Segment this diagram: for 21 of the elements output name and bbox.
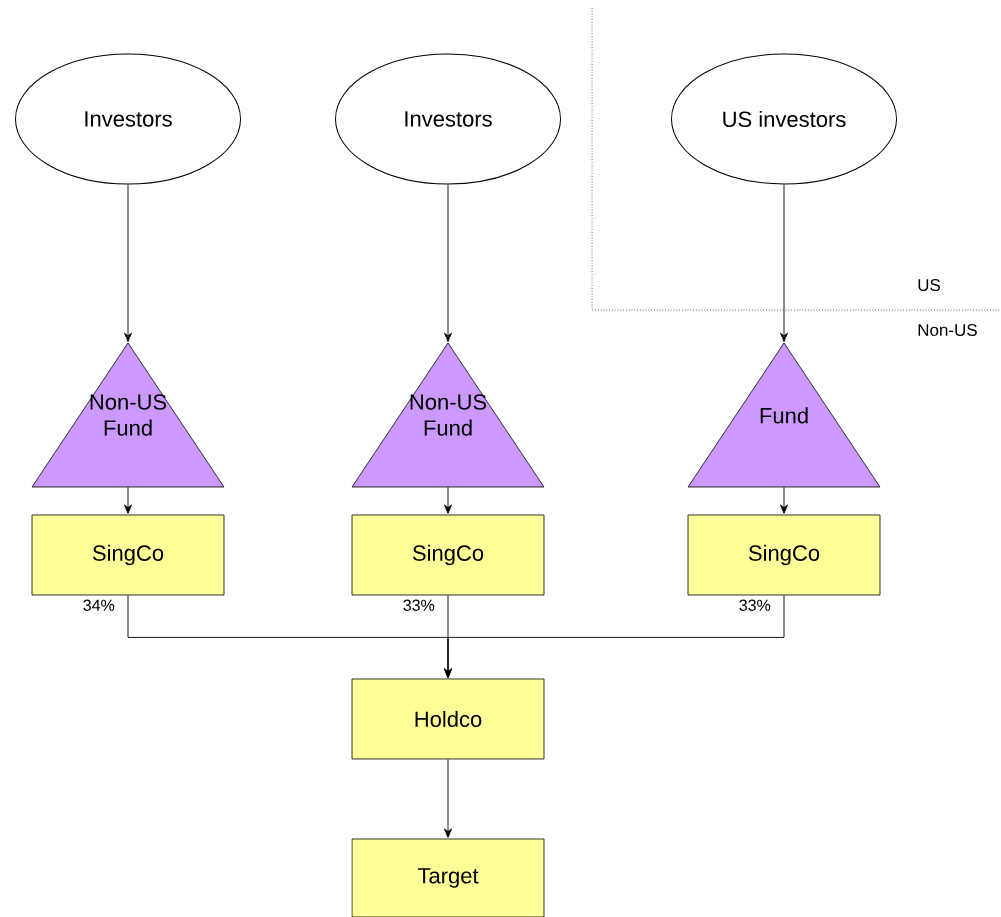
arrow xyxy=(444,486,452,514)
region-label: US xyxy=(918,279,941,291)
entity-box: Holdco xyxy=(351,678,545,760)
fund-triangle: Non-US Fund xyxy=(31,342,225,488)
entity-box: Target xyxy=(351,838,545,917)
arrow xyxy=(444,758,452,838)
arrow xyxy=(444,184,452,343)
edge-label: 33% xyxy=(403,599,435,611)
arrow xyxy=(780,486,788,514)
arrow xyxy=(124,486,132,514)
fund-triangle: Fund xyxy=(687,342,881,488)
edge-label: 34% xyxy=(83,599,115,611)
arrow xyxy=(444,594,785,678)
edge-label: 33% xyxy=(739,599,771,611)
entity-box: SingCo xyxy=(687,514,881,596)
region-label: Non-US xyxy=(918,324,977,336)
entity-box: SingCo xyxy=(31,514,225,596)
fund-triangle: Non-US Fund xyxy=(351,342,545,488)
arrow xyxy=(780,184,788,343)
arrow xyxy=(124,184,132,343)
entity-box: SingCo xyxy=(351,514,545,596)
